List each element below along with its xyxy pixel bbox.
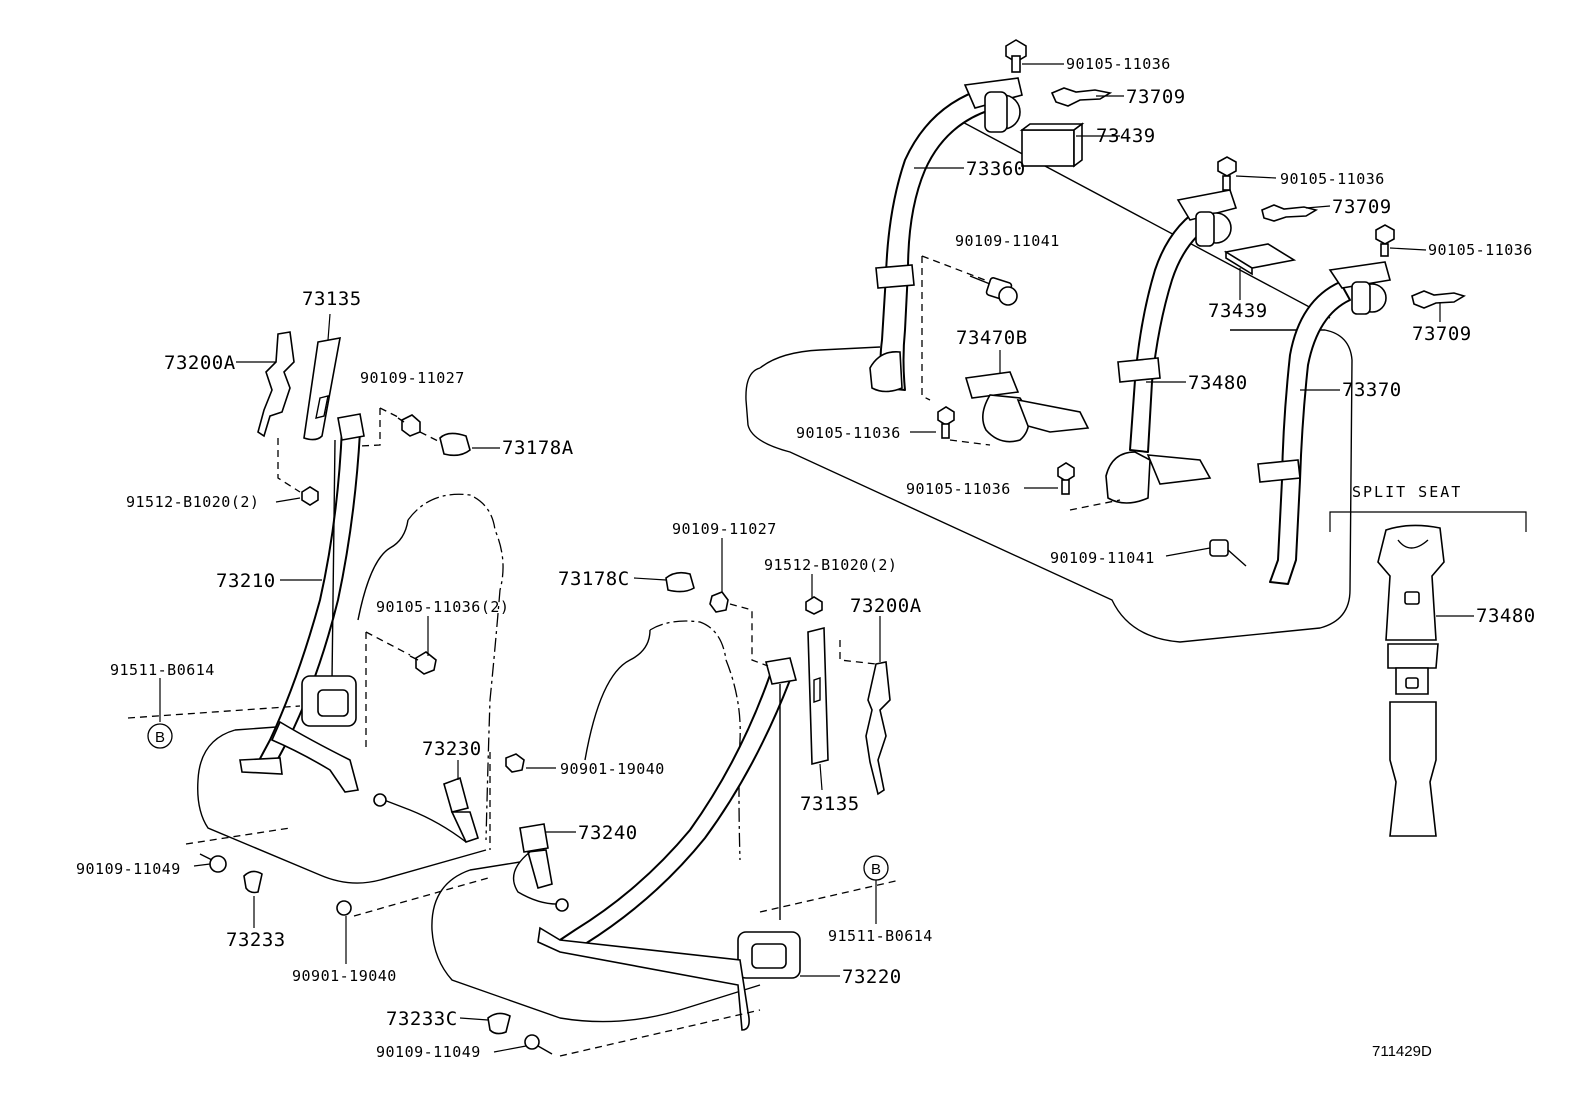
rear-seat-outline <box>745 329 1353 643</box>
cover-73439-icon <box>1223 243 1297 276</box>
bolt-icon <box>199 853 227 873</box>
buckle-73230 <box>443 776 469 813</box>
bolt-icon <box>805 596 823 615</box>
bolt-icon <box>1005 39 1027 73</box>
front-left-seat-assembly <box>127 331 504 917</box>
bolt-icon <box>1209 539 1247 567</box>
label-91511-b0614-left: 91511-B0614 <box>110 661 215 679</box>
split-seat-buckle-73480 <box>1377 524 1445 641</box>
label-73200a-right: 73200A <box>850 595 922 617</box>
label-73360: 73360 <box>966 158 1026 180</box>
rear-belt-73480 <box>1129 204 1216 453</box>
clip-73178c-icon <box>665 571 695 593</box>
trim-73135 <box>303 337 341 441</box>
label-73210: 73210 <box>216 570 276 592</box>
label-73439-top: 73439 <box>1096 125 1156 147</box>
front-right-seat-assembly <box>431 571 901 1057</box>
label-73178c: 73178C <box>558 568 630 590</box>
label-90109-11027-right: 90109-11027 <box>672 520 777 538</box>
label-73709-mid: 73709 <box>1332 196 1392 218</box>
label-73230: 73230 <box>422 738 482 760</box>
bracket-73709-icon <box>1411 290 1466 309</box>
label-73178a: 73178A <box>502 437 574 459</box>
label-91512-b1020-right: 91512-B1020(2) <box>764 556 897 574</box>
label-73439-mid: 73439 <box>1208 300 1268 322</box>
label-73220: 73220 <box>842 966 902 988</box>
label-90105-11036-top: 90105-11036 <box>1066 55 1171 73</box>
buckle-73240 <box>519 823 549 853</box>
label-90105-11036-2: 90105-11036(2) <box>376 598 509 616</box>
label-73233: 73233 <box>226 929 286 951</box>
part-labels: 90105-11036 73709 73439 73360 90105-1103… <box>76 55 1536 1061</box>
label-90109-11041-top: 90109-11041 <box>955 232 1060 250</box>
bolt-icon <box>397 414 421 437</box>
label-73200a-left: 73200A <box>164 352 236 374</box>
anchor-73200a-right <box>865 661 891 796</box>
label-73135-left: 73135 <box>302 288 362 310</box>
label-90109-11041-low: 90109-11041 <box>1050 549 1155 567</box>
bolt-icon <box>1217 156 1237 191</box>
bolt-icon <box>969 275 1018 306</box>
circle-b-left: B <box>147 723 173 749</box>
front-left-seat-outline <box>407 493 504 841</box>
label-73233c: 73233C <box>386 1008 458 1030</box>
bolt-icon <box>709 591 729 613</box>
cover-73439-icon <box>1021 129 1075 167</box>
bracket-73709-icon <box>1261 204 1319 222</box>
anchor-73200a <box>257 331 295 438</box>
bolt-icon <box>1375 224 1395 257</box>
trim-73135-right <box>807 626 829 766</box>
label-91512-b1020-left: 91512-B1020(2) <box>126 493 259 511</box>
label-split-seat: SPLIT SEAT <box>1352 483 1462 501</box>
rear-seat-assembly <box>745 39 1466 643</box>
label-90109-11049-left: 90109-11049 <box>76 860 181 878</box>
bolt-icon <box>524 1034 553 1055</box>
label-73135-right: 73135 <box>800 793 860 815</box>
label-90901-19040-right: 90901-19040 <box>560 760 665 778</box>
label-91511-b0614-right: 91511-B0614 <box>828 927 933 945</box>
label-90105-11036-right: 90105-11036 <box>1428 241 1533 259</box>
label-73240: 73240 <box>578 822 638 844</box>
label-73470b: 73470B <box>956 327 1028 349</box>
leader-lines <box>159 63 1474 1053</box>
bolt-icon <box>1057 462 1075 495</box>
bolt-icon <box>336 900 352 916</box>
bolt-icon <box>505 753 525 773</box>
label-73480: 73480 <box>1188 372 1248 394</box>
diagram-reference-code: 711429D <box>1372 1043 1432 1060</box>
label-73709-top: 73709 <box>1126 86 1186 108</box>
label-73370: 73370 <box>1342 379 1402 401</box>
bolt-icon <box>937 406 955 439</box>
label-90105-11036-mid: 90105-11036 <box>1280 170 1385 188</box>
svg-text:B: B <box>155 729 165 746</box>
bolt-icon <box>301 486 319 506</box>
label-90105-11036-low: 90105-11036 <box>906 480 1011 498</box>
label-90109-11049-right: 90109-11049 <box>376 1043 481 1061</box>
rear-belt-73370 <box>1269 281 1351 585</box>
bracket-73709-icon <box>1050 87 1113 107</box>
label-73709-right: 73709 <box>1412 323 1472 345</box>
cover-73233-icon <box>243 870 263 894</box>
label-90901-19040-left: 90901-19040 <box>292 967 397 985</box>
label-90105-11036-left: 90105-11036 <box>796 424 901 442</box>
bolt-icon <box>409 651 437 675</box>
cover-73233c-icon <box>487 1012 511 1035</box>
split-seat-inset <box>1329 511 1527 837</box>
svg-text:B: B <box>871 861 881 878</box>
label-90109-11027-left: 90109-11027 <box>360 369 465 387</box>
label-73480-split: 73480 <box>1476 605 1536 627</box>
buckle-73470b <box>964 371 1090 443</box>
clip-73178a-icon <box>439 432 471 457</box>
circle-b-right: B <box>863 855 889 881</box>
